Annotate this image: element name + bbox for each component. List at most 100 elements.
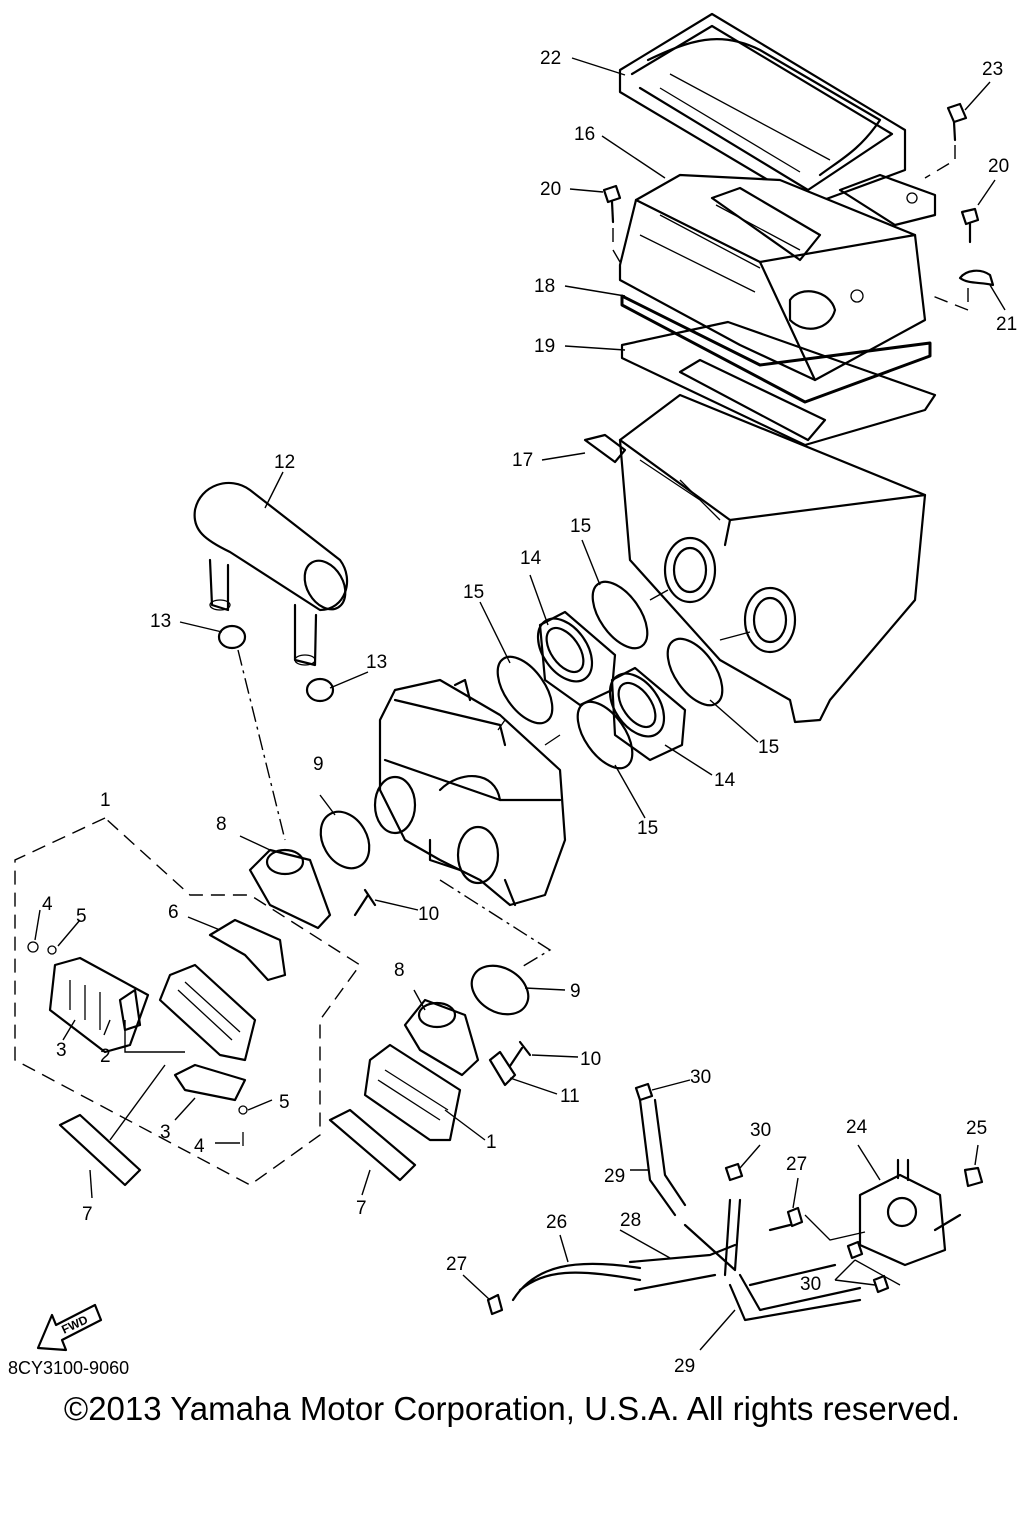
diagram-code: 8CY3100-9060 — [8, 1358, 130, 1378]
callout-5-upper: 5 — [76, 906, 87, 927]
fwd-arrow-icon: FWD — [36, 1303, 103, 1352]
ring-13-right — [305, 677, 335, 703]
callout-26: 26 — [546, 1212, 567, 1233]
clamp-9-lower — [470, 964, 530, 1016]
callout-13-right: 13 — [366, 652, 387, 673]
callout-30-a: 30 — [690, 1067, 711, 1088]
kit-outline — [14, 817, 362, 1186]
hose-clip-27-left — [486, 1293, 504, 1316]
callout-14-upper: 14 — [520, 548, 542, 569]
hose-clip-27-right — [786, 1206, 804, 1228]
callout-23: 23 — [982, 59, 1003, 80]
callout-27-right: 27 — [786, 1154, 807, 1175]
clamp-15-a — [496, 655, 554, 725]
muffler-axis — [237, 649, 286, 841]
callout-27-left: 27 — [446, 1254, 467, 1275]
callout-2: 2 — [100, 1046, 111, 1067]
callout-10-lower: 10 — [580, 1049, 601, 1070]
callout-1: 1 — [100, 790, 111, 811]
callout-9-upper: 9 — [313, 754, 324, 775]
hoses-middle — [683, 1198, 837, 1287]
pump-connect-lines — [804, 1214, 901, 1286]
callout-1-right: 1 — [486, 1132, 497, 1153]
manifold-8-upper — [248, 848, 332, 930]
callout-4-upper: 4 — [42, 894, 53, 915]
callout-12: 12 — [274, 452, 295, 473]
clamp-21-axis — [929, 288, 969, 312]
hose-clips-30 — [634, 1082, 890, 1294]
callout-15-a: 15 — [463, 582, 484, 603]
clamp-15-b — [591, 580, 649, 650]
leader-lines — [34, 57, 1006, 1351]
bolt-23 — [924, 102, 968, 179]
callout-20-left: 20 — [540, 179, 561, 200]
reed-valve-1-right — [363, 1043, 462, 1142]
intake-joint-14-lower — [608, 666, 687, 762]
callout-5-lower: 5 — [279, 1092, 290, 1113]
callout-9-lower: 9 — [570, 981, 581, 1002]
copyright-notice: ©2013 Yamaha Motor Corporation, U.S.A. A… — [63, 1390, 961, 1427]
callout-30-b: 30 — [750, 1120, 771, 1141]
callout-10-upper: 10 — [418, 904, 439, 925]
callout-11: 11 — [560, 1086, 580, 1107]
callout-17: 17 — [512, 450, 533, 471]
callout-labels: 22 23 16 20 20 21 18 19 17 12 13 13 15 1… — [42, 48, 1017, 1377]
lower-air-box — [583, 393, 927, 724]
hose-29-upper — [638, 1098, 687, 1217]
callout-7-left: 7 — [82, 1204, 93, 1225]
callout-15-c: 15 — [758, 737, 779, 758]
callout-3-lower: 3 — [160, 1122, 171, 1143]
filter-plate — [620, 320, 937, 447]
nut-25 — [963, 1166, 984, 1188]
callout-4-lower: 4 — [194, 1136, 205, 1157]
reed-stopper-2 — [118, 988, 142, 1032]
fuel-pump — [858, 1158, 962, 1267]
callout-15-b: 15 — [570, 516, 591, 537]
clamp-15-d — [576, 700, 634, 770]
air-box-lid — [618, 12, 907, 207]
callout-20-right: 20 — [988, 156, 1009, 177]
callout-16: 16 — [574, 124, 595, 145]
callout-24: 24 — [846, 1117, 868, 1138]
callout-6: 6 — [168, 902, 179, 923]
callout-3-upper: 3 — [56, 1040, 67, 1061]
gasket — [620, 294, 932, 404]
reed-stopper-6 — [208, 918, 287, 982]
hose-26 — [510, 1258, 695, 1297]
reed-petal-3-upper — [48, 956, 150, 1054]
clip-11 — [488, 1050, 517, 1087]
plate-inlet — [678, 358, 827, 442]
callout-15-d: 15 — [637, 818, 658, 839]
gasket-7-left — [58, 1113, 142, 1187]
bolt-10-upper — [353, 888, 377, 917]
bolt-20-left-axis — [612, 228, 621, 263]
manifold-8-lower — [403, 998, 480, 1077]
callout-22: 22 — [540, 48, 561, 69]
callout-13-left: 13 — [150, 611, 171, 632]
callout-30-c: 30 — [800, 1274, 821, 1295]
carb-axis-lower — [439, 879, 552, 969]
callout-29-lower: 29 — [674, 1356, 695, 1377]
callout-14-lower: 14 — [714, 770, 736, 791]
reed-valve-assembly — [158, 963, 257, 1062]
intake-silencer — [193, 481, 349, 667]
callout-25: 25 — [966, 1118, 987, 1139]
bolt-20-left — [602, 184, 622, 224]
callout-28: 28 — [620, 1210, 641, 1231]
hose-29-lower — [728, 1273, 862, 1322]
gasket-7-right — [328, 1108, 417, 1182]
screws-4-5 — [27, 941, 248, 1146]
ring-13-left — [217, 624, 247, 650]
callout-29-upper: 29 — [604, 1166, 625, 1187]
callout-19: 19 — [534, 336, 555, 357]
clamp-9-upper — [319, 810, 371, 870]
bolt-20-right — [960, 207, 980, 244]
connect-lines — [497, 589, 751, 746]
hose-26-outline — [511, 1262, 642, 1302]
carburetor-assembly — [373, 678, 567, 907]
callout-18: 18 — [534, 276, 555, 297]
reed-petal-3-lower — [173, 1063, 247, 1102]
bolt-10-lower — [508, 1040, 532, 1068]
clamp-15-c — [666, 637, 724, 707]
